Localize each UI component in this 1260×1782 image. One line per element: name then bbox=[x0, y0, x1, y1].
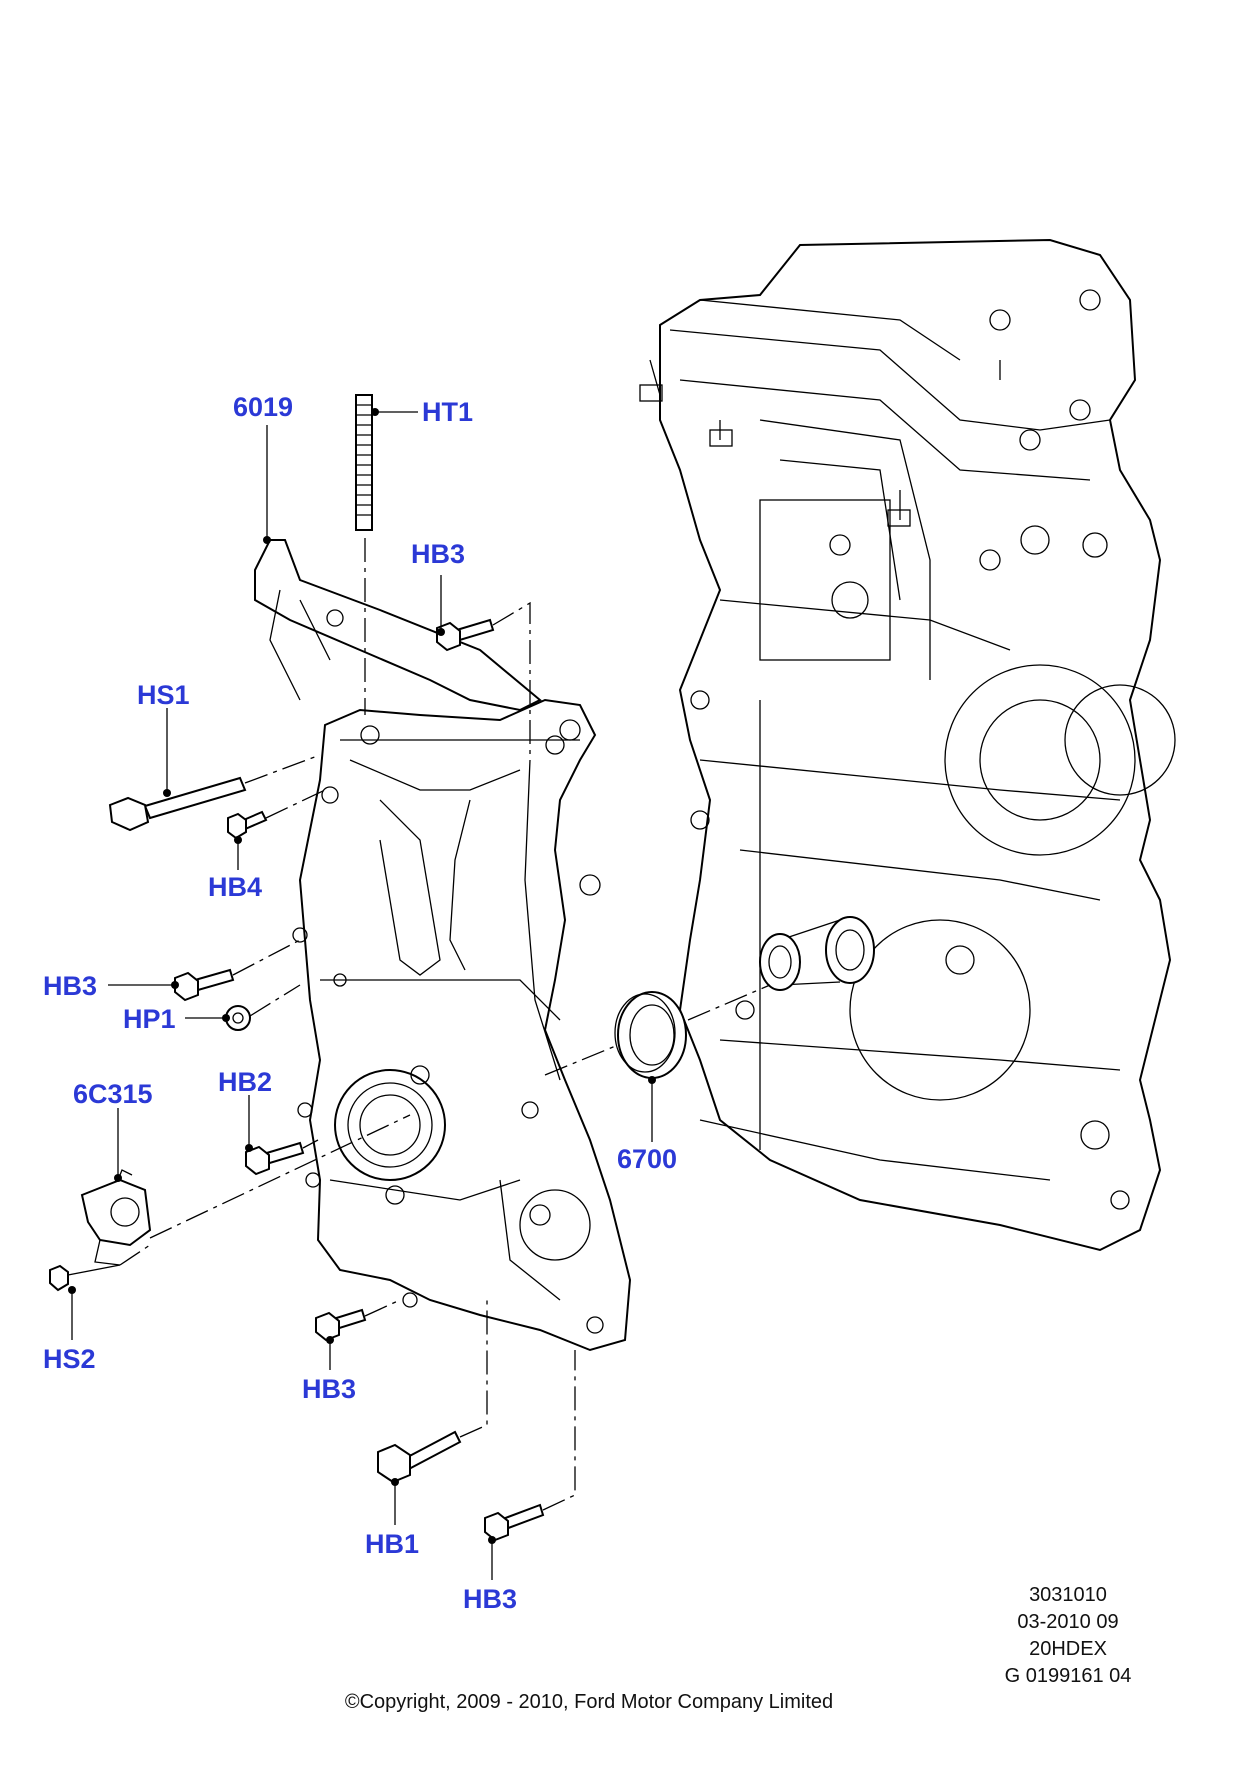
label-hb3-mid: HB3 bbox=[43, 971, 97, 1001]
label-ht1: HT1 bbox=[422, 397, 473, 427]
bolt-hb1-illustration bbox=[377, 1430, 462, 1484]
label-hp1: HP1 bbox=[123, 1004, 176, 1034]
bolt-hb4-illustration bbox=[227, 810, 268, 840]
bolt-hb3-mid-illustration bbox=[174, 968, 235, 1002]
bolt-hb2-illustration bbox=[245, 1141, 305, 1176]
label-hb2: HB2 bbox=[218, 1067, 272, 1097]
label-hb3-bottom: HB3 bbox=[463, 1584, 517, 1614]
seal-6700-illustration bbox=[614, 991, 687, 1079]
bolt-hb3-low-illustration bbox=[315, 1308, 367, 1342]
info-line-3: 20HDEX bbox=[1029, 1638, 1107, 1660]
label-6019: 6019 bbox=[233, 392, 293, 422]
label-hb3-top: HB3 bbox=[411, 539, 465, 569]
label-hs2: HS2 bbox=[43, 1344, 96, 1374]
info-line-1: 3031010 bbox=[1029, 1584, 1107, 1606]
bolt-hb3-bottom-illustration bbox=[484, 1503, 545, 1542]
engine-block-illustration bbox=[639, 238, 1176, 1252]
label-hs1: HS1 bbox=[137, 680, 190, 710]
sensor-6c315-illustration bbox=[49, 1169, 152, 1292]
label-hb3-low: HB3 bbox=[302, 1374, 356, 1404]
timing-cover-illustration bbox=[254, 539, 632, 1352]
info-line-2: 03-2010 09 bbox=[1017, 1611, 1118, 1633]
info-line-4: G 0199161 04 bbox=[1005, 1665, 1132, 1687]
assembly-lines bbox=[119, 538, 771, 1511]
stud-ht1-illustration bbox=[355, 394, 373, 531]
label-6700: 6700 bbox=[617, 1144, 677, 1174]
leader-lines bbox=[68, 408, 656, 1580]
label-hb4: HB4 bbox=[208, 872, 262, 902]
label-hb1: HB1 bbox=[365, 1529, 419, 1559]
label-6c315: 6C315 bbox=[73, 1079, 153, 1109]
bolt-hs1-illustration bbox=[108, 776, 247, 832]
copyright: ©Copyright, 2009 - 2010, Ford Motor Comp… bbox=[345, 1691, 833, 1713]
